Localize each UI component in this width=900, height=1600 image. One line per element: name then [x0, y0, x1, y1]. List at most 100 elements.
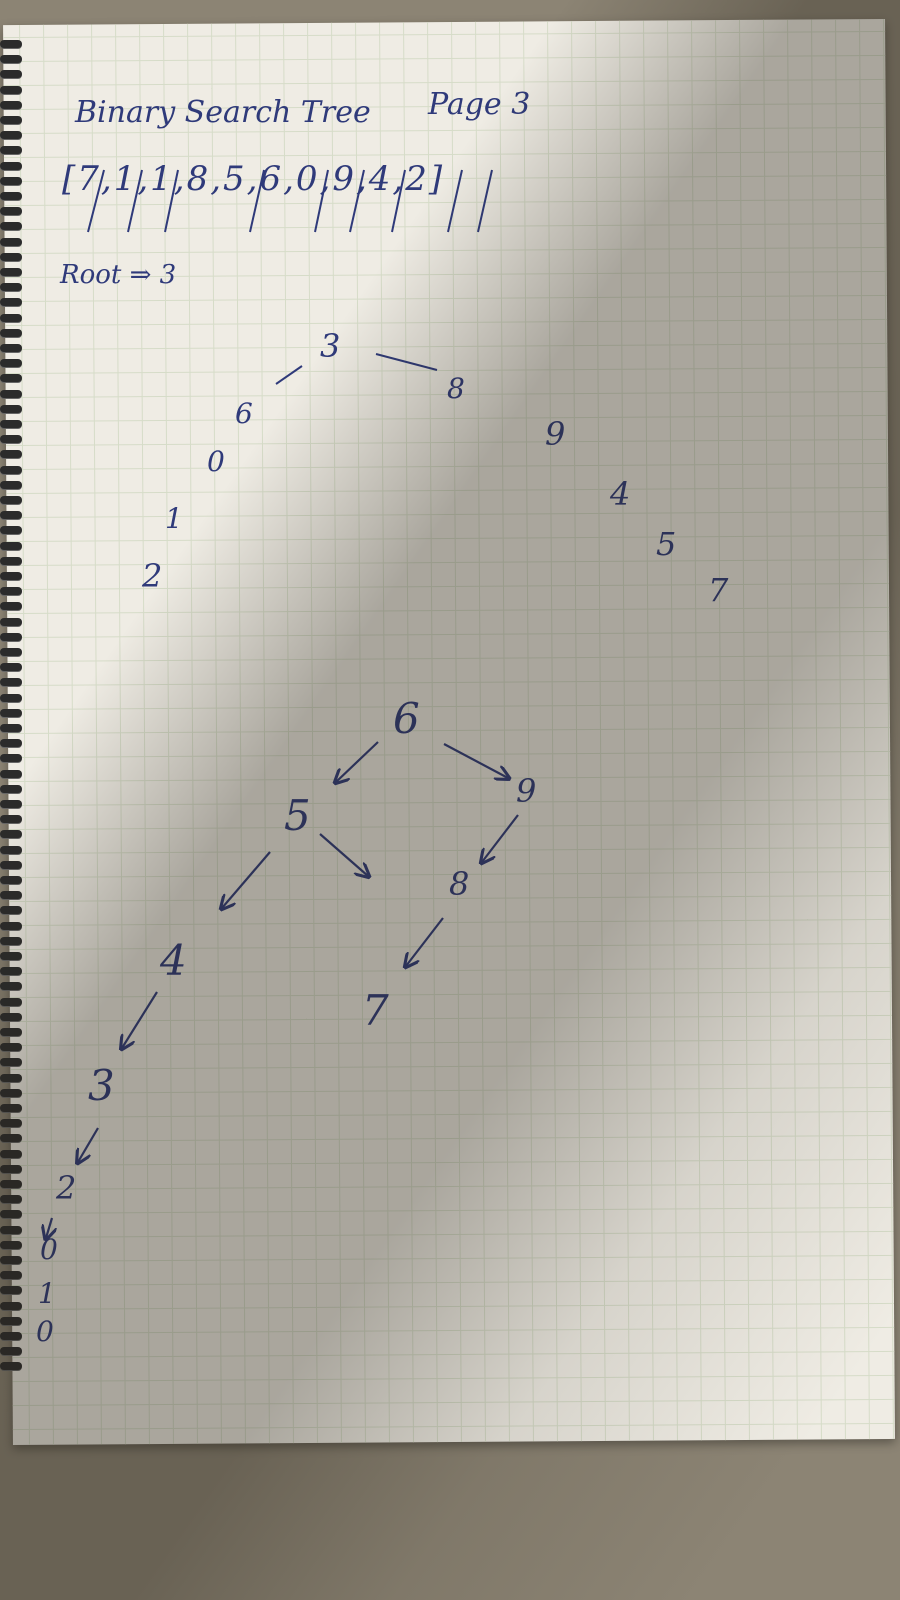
spiral-coil: [0, 1088, 22, 1097]
tree2-node-9: 9: [516, 772, 537, 810]
spiral-coil: [0, 237, 22, 246]
tree1-node-7: 7: [708, 571, 729, 609]
spiral-coil: [0, 1256, 22, 1264]
sequence-strikes: [87, 169, 493, 233]
spiral-coil: [0, 1043, 22, 1052]
spiral-coil: [0, 602, 22, 611]
tree1-node-3: 3: [320, 327, 341, 365]
tree2-node-1: 1: [38, 1277, 56, 1310]
spiral-coil: [0, 131, 22, 140]
spiral-coil: [0, 815, 22, 824]
spiral-coil: [0, 830, 22, 839]
spiral-coil: [0, 222, 22, 231]
spiral-coil: [0, 967, 22, 976]
spiral-coil: [0, 708, 22, 717]
spiral-coil: [0, 876, 22, 884]
spiral-coil: [0, 1347, 22, 1356]
spiral-coil: [0, 404, 22, 413]
spiral-coil: [0, 55, 22, 64]
spiral-coil: [0, 784, 22, 793]
spiral-coil: [0, 663, 22, 672]
spiral-coil: [0, 70, 22, 79]
tree1-node-0: 0: [207, 445, 225, 478]
spiral-coil: [0, 450, 22, 459]
spiral-coil: [0, 1301, 22, 1310]
spiral-coil: [0, 1134, 22, 1143]
spiral-coil: [0, 465, 22, 474]
spiral-coil: [0, 587, 22, 596]
page-title: Binary Search Tree: [75, 95, 371, 130]
spiral-coil: [0, 556, 22, 565]
spiral-coil: [0, 1332, 22, 1340]
tree2-node-5: 5: [284, 791, 311, 840]
spiral-coil: [0, 1028, 22, 1036]
spiral-coil: [0, 632, 22, 641]
spiral-coil: [0, 1286, 22, 1295]
spiral-coil: [0, 313, 22, 322]
tree2-node-8: 8: [449, 865, 470, 903]
insert-sequence: [7,1,1,8,5,6,0,9,4,2]: [62, 159, 445, 199]
spiral-coil: [0, 982, 22, 991]
spiral-coil: [0, 389, 22, 398]
spiral-coil: [0, 359, 22, 368]
spiral-coil: [0, 207, 22, 216]
page-label: Page 3: [428, 87, 531, 122]
spiral-coil: [0, 921, 22, 930]
tree2-node-7: 7: [362, 986, 389, 1035]
spiral-coil: [0, 374, 22, 383]
spiral-coil: [0, 739, 22, 748]
spiral-coil: [0, 420, 22, 428]
spiral-coil: [0, 298, 22, 307]
spiral-coil: [0, 526, 22, 535]
spiral-coil: [0, 252, 22, 261]
spiral-coil: [0, 693, 22, 702]
tree1-node-1: 1: [165, 502, 183, 535]
root-note: Root ⇒ 3: [60, 260, 177, 290]
spiral-coil: [0, 648, 22, 656]
spiral-coil: [0, 511, 22, 520]
spiral-coil: [0, 1119, 22, 1128]
spiral-coil: [0, 40, 22, 48]
spiral-coil: [0, 1164, 22, 1173]
spiral-coil: [0, 617, 22, 626]
spiral-coil: [0, 1058, 22, 1067]
spiral-coil: [0, 496, 22, 504]
spiral-coil: [0, 85, 22, 94]
spiral-coil: [0, 116, 22, 124]
spiral-coil: [0, 1210, 22, 1219]
spiral-coil: [0, 1104, 22, 1112]
spiral-coil: [0, 936, 22, 945]
spiral-coil: [0, 344, 22, 352]
spiral-coil: [0, 800, 22, 808]
spiral-coil: [0, 845, 22, 854]
spiral-coil: [0, 1316, 22, 1325]
spiral-coil: [0, 100, 22, 109]
spiral-coil: [0, 1271, 22, 1280]
spiral-coil: [0, 435, 22, 444]
tree1-node-4: 4: [610, 475, 631, 513]
tree2-node-2: 2: [56, 1169, 77, 1207]
spiral-coil: [0, 572, 22, 580]
spiral-coil: [0, 769, 22, 778]
spiral-coil: [0, 480, 22, 489]
spiral-coil: [0, 1225, 22, 1234]
spiral-binding: [0, 40, 26, 1380]
tree1-edges: [275, 353, 438, 385]
tree1-node-9: 9: [545, 415, 566, 453]
spiral-coil: [0, 1073, 22, 1082]
spiral-coil: [0, 328, 22, 337]
spiral-coil: [0, 146, 22, 155]
spiral-coil: [0, 1362, 22, 1371]
spiral-coil: [0, 891, 22, 900]
tree2-node-4: 4: [160, 936, 187, 985]
spiral-coil: [0, 192, 22, 200]
spiral-coil: [0, 1149, 22, 1158]
spiral-coil: [0, 1195, 22, 1204]
spiral-coil: [0, 906, 22, 915]
spiral-coil: [0, 1180, 22, 1188]
spiral-coil: [0, 997, 22, 1006]
tree2-node-3: 3: [88, 1061, 115, 1110]
tree1-node-2: 2: [142, 557, 163, 595]
tree1-node-5: 5: [656, 525, 677, 563]
